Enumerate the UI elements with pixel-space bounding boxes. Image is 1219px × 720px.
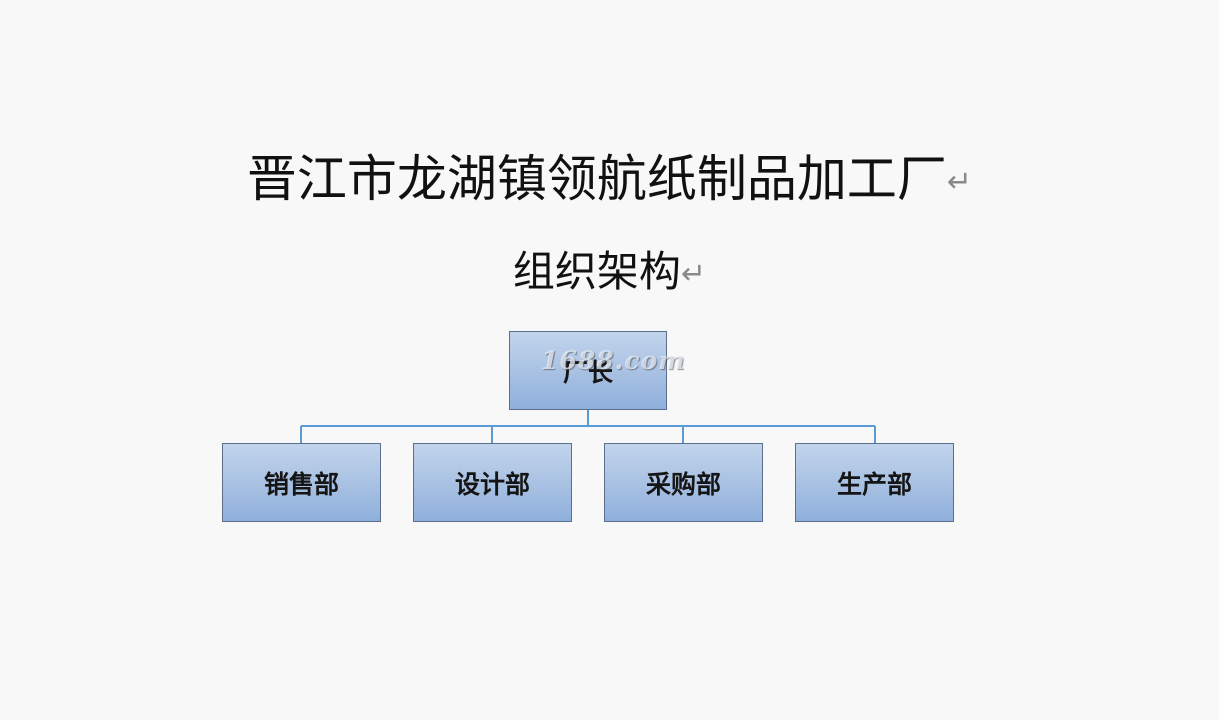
document-subtitle-text: 组织架构 (512, 247, 681, 296)
document-title: 晋江市龙湖镇领航纸制品加工厂↵ (0, 146, 1219, 216)
org-node-design[interactable]: 设计部 (413, 443, 572, 522)
paragraph-mark-icon: ↵ (946, 164, 973, 200)
org-node-root-label: 厂长 (562, 357, 613, 387)
paragraph-mark-icon: ↵ (680, 256, 707, 292)
document-subtitle: 组织架构↵ (0, 244, 1219, 303)
org-node-purchasing[interactable]: 采购部 (604, 443, 763, 522)
document-title-text: 晋江市龙湖镇领航纸制品加工厂 (246, 150, 947, 208)
org-node-label: 销售部 (263, 469, 339, 499)
watermark-logo: 1688.com (541, 346, 686, 375)
org-node-production[interactable]: 生产部 (795, 443, 954, 522)
org-node-label: 生产部 (836, 469, 912, 499)
org-node-label: 设计部 (454, 469, 530, 499)
org-node-label: 采购部 (645, 469, 721, 499)
org-node-sales[interactable]: 销售部 (222, 443, 381, 522)
org-node-root[interactable]: 厂长 (509, 331, 667, 410)
